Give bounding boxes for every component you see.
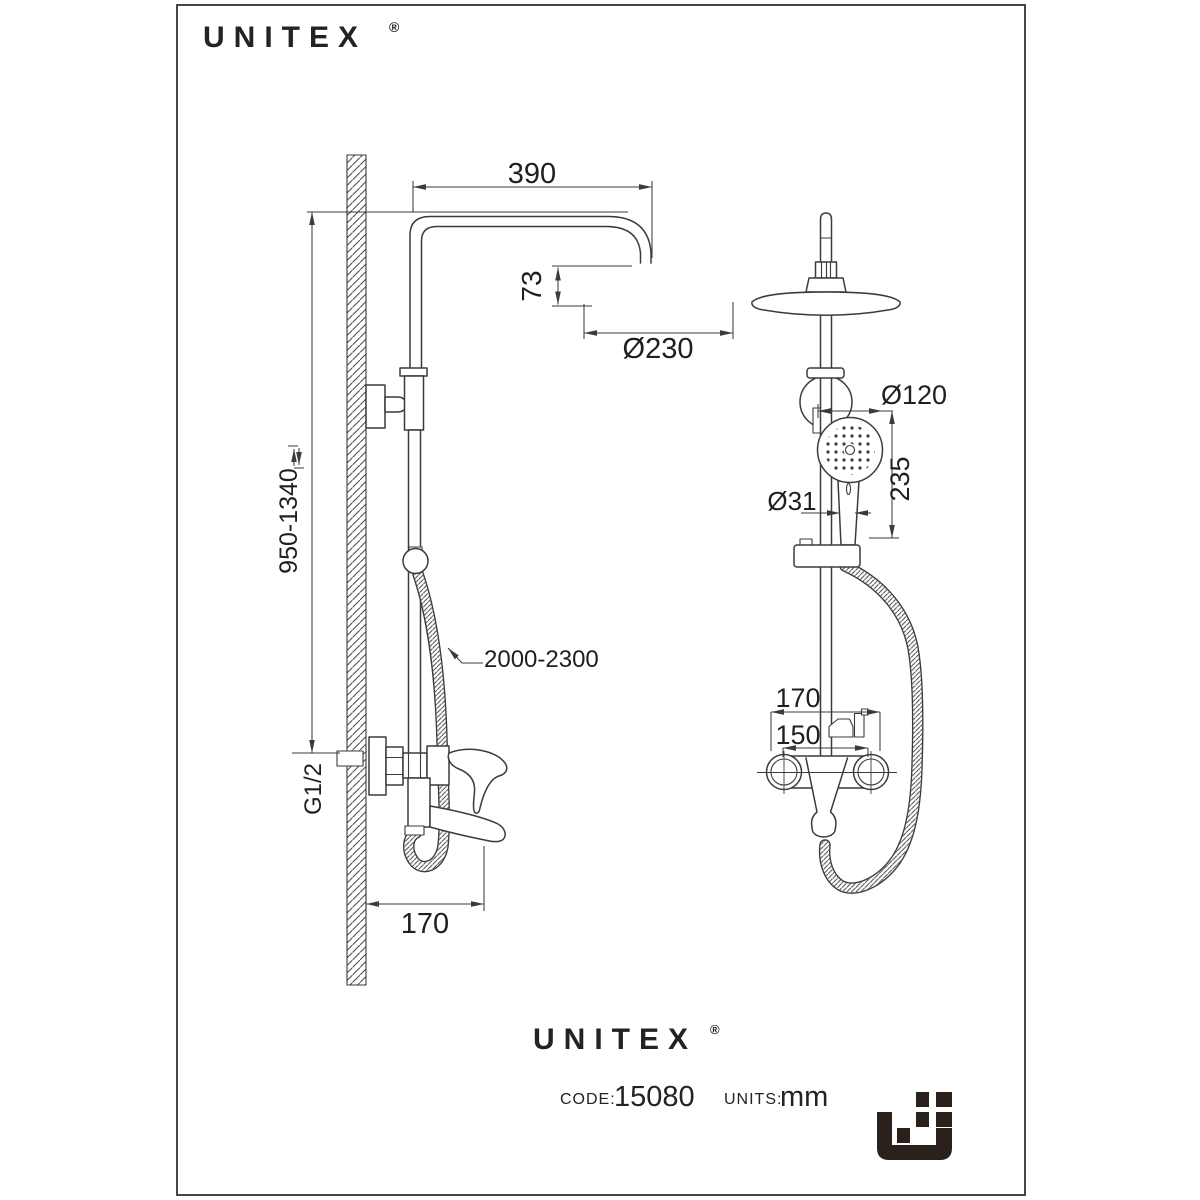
hand-shower-face — [816, 416, 884, 484]
page-border-frame — [176, 4, 1026, 1196]
dim-hose-length: 2000-2300 — [447, 646, 599, 673]
dim-hand-shower-length: 235 — [869, 411, 915, 539]
svg-text:170: 170 — [401, 908, 449, 940]
front-view — [751, 212, 924, 894]
dim-inlet-center-distance: 150 — [775, 720, 869, 757]
dim-valve-overall-width: 170 — [770, 683, 881, 751]
brand-logo-top: UNITEX — [203, 21, 367, 54]
diverter-knob — [828, 718, 854, 738]
overhead-shower-front — [751, 291, 901, 316]
riser-upper-tube — [403, 375, 425, 431]
spout-side — [429, 805, 506, 843]
slider-knob — [402, 546, 429, 575]
svg-text:150: 150 — [775, 720, 820, 750]
upper-wall-bracket — [365, 384, 407, 429]
manufacturer-logo-icon — [877, 1092, 952, 1160]
svg-text:Ø230: Ø230 — [623, 333, 694, 365]
mixer-valve-front — [757, 708, 897, 838]
svg-text:950-1340: 950-1340 — [275, 468, 303, 574]
code-value: 15080 — [614, 1081, 695, 1113]
head-connector-front — [805, 261, 847, 293]
brand-logo-footer: UNITEX — [533, 1023, 697, 1056]
units-value: mm — [780, 1081, 828, 1113]
handle-slot — [845, 482, 852, 496]
registered-mark-top: ® — [389, 19, 400, 35]
thread-nipple — [336, 750, 364, 767]
dimension-annotations: 390 73 Ø230 950-1340 2000- — [275, 158, 947, 940]
shower-arm — [409, 215, 652, 373]
dim-hand-shower-diameter: Ø120 — [817, 380, 947, 418]
wall-section — [346, 154, 367, 986]
code-label: CODE: — [560, 1091, 616, 1108]
dim-arm-length: 390 — [412, 158, 653, 258]
registered-mark-footer: ® — [710, 1022, 720, 1037]
svg-text:Ø31: Ø31 — [767, 486, 816, 516]
dim-spout-reach: 170 — [365, 846, 485, 940]
shower-hose-front — [818, 560, 924, 894]
units-label: UNITS: — [724, 1091, 782, 1108]
dim-thread-size: G1/2 — [300, 763, 327, 815]
svg-text:390: 390 — [508, 158, 556, 190]
rail-flange-front — [806, 367, 845, 379]
height-adjust-arrows-icon — [288, 445, 304, 469]
svg-text:2000-2300: 2000-2300 — [484, 646, 599, 673]
slider-holder-front — [793, 538, 861, 568]
mixer-valve-side — [368, 736, 508, 843]
svg-text:G1/2: G1/2 — [300, 763, 327, 815]
riser-collar — [399, 367, 428, 377]
parking-cone — [806, 758, 848, 837]
svg-text:235: 235 — [885, 456, 915, 501]
svg-text:170: 170 — [775, 683, 820, 713]
dim-rail-height: 950-1340 — [275, 211, 628, 754]
side-view — [336, 154, 652, 986]
dim-handle-diameter: Ø31 — [767, 486, 871, 516]
svg-text:73: 73 — [516, 270, 547, 301]
footer: UNITEX ® CODE: 15080 UNITS: mm — [533, 1022, 952, 1160]
dim-head-offset: 73 — [516, 265, 632, 307]
mixer-handle-side — [447, 748, 508, 814]
rail-pipe-front — [819, 212, 833, 758]
dim-head-diameter: Ø230 — [583, 302, 734, 365]
svg-text:Ø120: Ø120 — [881, 380, 947, 410]
